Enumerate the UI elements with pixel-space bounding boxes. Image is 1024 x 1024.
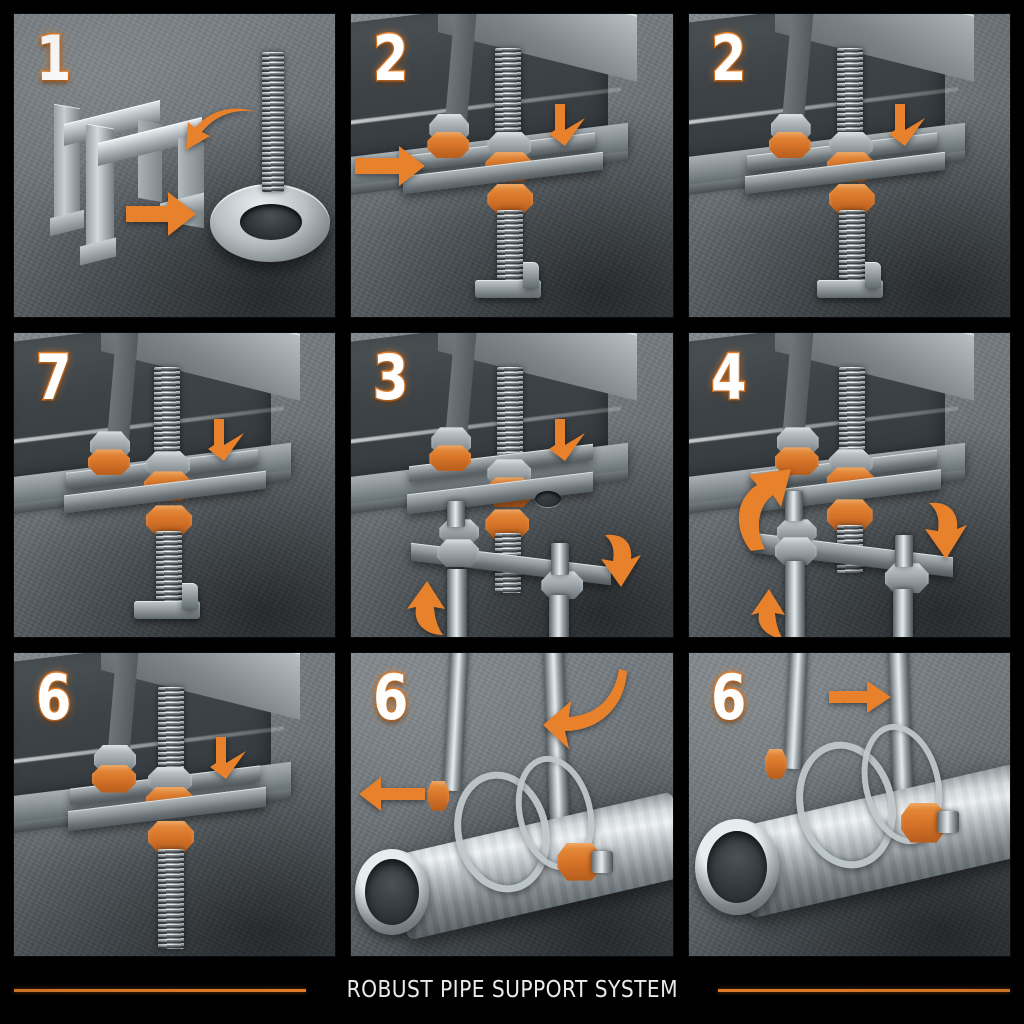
- u-bolt-nut-left-lower: [774, 537, 817, 566]
- instruction-panel-9[interactable]: 6: [688, 652, 1010, 956]
- hex-nut-orange-upper-left: [427, 132, 470, 158]
- hex-nut-orange-upper-left: [92, 764, 136, 793]
- u-bolt-nut-left-lower: [437, 539, 480, 568]
- hook-tip: [864, 262, 881, 288]
- instruction-panel-2[interactable]: 2: [351, 14, 673, 318]
- straight-arrow-right-icon: [126, 190, 198, 238]
- straight-arrow-left-icon: [359, 776, 426, 811]
- hex-nut-orange-clamp-left: [427, 780, 450, 811]
- step-number-badge: 3: [372, 341, 410, 415]
- straight-arrow-right-icon: [355, 144, 427, 188]
- hook-tip: [182, 583, 198, 610]
- instruction-panel-5[interactable]: 3: [351, 333, 673, 637]
- threaded-rod: [497, 367, 524, 468]
- hex-nut-orange-lower: [487, 184, 534, 214]
- hex-nut-orange-upper-left: [88, 449, 130, 476]
- step-number-badge: 7: [35, 341, 73, 415]
- u-bolt-leg-right-lower: [549, 595, 570, 637]
- plate-hole: [535, 491, 562, 508]
- step-number-badge: 6: [709, 660, 747, 734]
- hex-nut-orange-lower: [146, 505, 192, 536]
- u-bolt-leg-left-lower: [784, 561, 805, 637]
- instruction-panel-8[interactable]: 6: [351, 652, 673, 956]
- u-bolt-nut-right: [884, 563, 929, 594]
- u-bolt-leg-right-lower: [892, 589, 913, 637]
- bent-arrow-down-left-icon: [208, 736, 248, 781]
- pipe-bore: [706, 830, 767, 903]
- curved-arrow-down-icon: [543, 661, 629, 753]
- bent-arrow-down-left-icon: [547, 419, 587, 463]
- curved-arrow-down-left-icon: [180, 106, 258, 160]
- u-bolt-leg-left-lower: [447, 569, 468, 637]
- curved-arrow-up-icon: [750, 589, 787, 637]
- hook-tip: [523, 262, 540, 288]
- footer-caption-bar: ROBUST PIPE SUPPORT SYSTEM: [14, 956, 1010, 1024]
- threaded-rod: [838, 367, 865, 466]
- u-bolt-leg-left: [447, 501, 466, 528]
- footer-rule-left: [14, 988, 306, 992]
- step-number-badge: 2: [372, 22, 410, 95]
- bolt-stub-right: [591, 850, 614, 873]
- footer-caption-text: ROBUST PIPE SUPPORT SYSTEM: [346, 977, 678, 1003]
- hex-nut-orange-lower: [148, 820, 194, 853]
- straight-arrow-right-icon: [828, 680, 891, 713]
- instruction-panel-6[interactable]: 4: [688, 333, 1010, 637]
- threaded-bolt-shaft: [262, 52, 284, 192]
- step-number-badge: 6: [372, 660, 410, 734]
- washer-center-hole: [240, 204, 302, 240]
- footer-rule-right: [718, 988, 1010, 992]
- u-bolt-nut-right: [541, 571, 584, 600]
- step-number-badge: 6: [35, 660, 73, 734]
- u-bolt-leg-right: [894, 535, 913, 568]
- hex-nut-orange-upper-left: [429, 445, 472, 472]
- threaded-rod-hanging: [158, 848, 184, 949]
- curved-arrow-up-icon: [407, 581, 447, 636]
- hex-nut-orange-clamp-left: [764, 748, 787, 779]
- instruction-panel-4[interactable]: 7: [14, 333, 336, 637]
- bent-arrow-down-left-icon: [547, 104, 587, 148]
- step-number-badge: 2: [709, 22, 747, 95]
- instruction-panel-3[interactable]: 2: [688, 14, 1010, 318]
- step-number-badge: 1: [35, 22, 73, 95]
- u-bolt-leg-left: [784, 491, 803, 522]
- panel-grid: 1 2: [14, 14, 1010, 956]
- threaded-rod-lower: [156, 531, 182, 610]
- threaded-rod-lower: [838, 210, 865, 288]
- bent-arrow-down-left-icon: [206, 419, 246, 463]
- bent-arrow-down-left-icon: [887, 104, 927, 148]
- curved-arrow-down-icon: [599, 531, 642, 591]
- instruction-panel-7[interactable]: 6: [14, 652, 336, 956]
- instruction-panel-1[interactable]: 1: [14, 14, 336, 318]
- threaded-rod-lower: [497, 210, 524, 288]
- u-bolt-leg-right: [551, 543, 570, 576]
- hex-nut-orange-lower: [828, 184, 875, 214]
- bolt-stub-right: [936, 810, 959, 833]
- step-number-badge: 4: [709, 341, 747, 415]
- pipe-bore: [365, 858, 420, 925]
- hex-nut-orange-upper-left: [768, 132, 811, 158]
- curved-arrow-down-icon: [923, 499, 967, 563]
- curved-arrow-rotate-up-icon: [731, 455, 805, 552]
